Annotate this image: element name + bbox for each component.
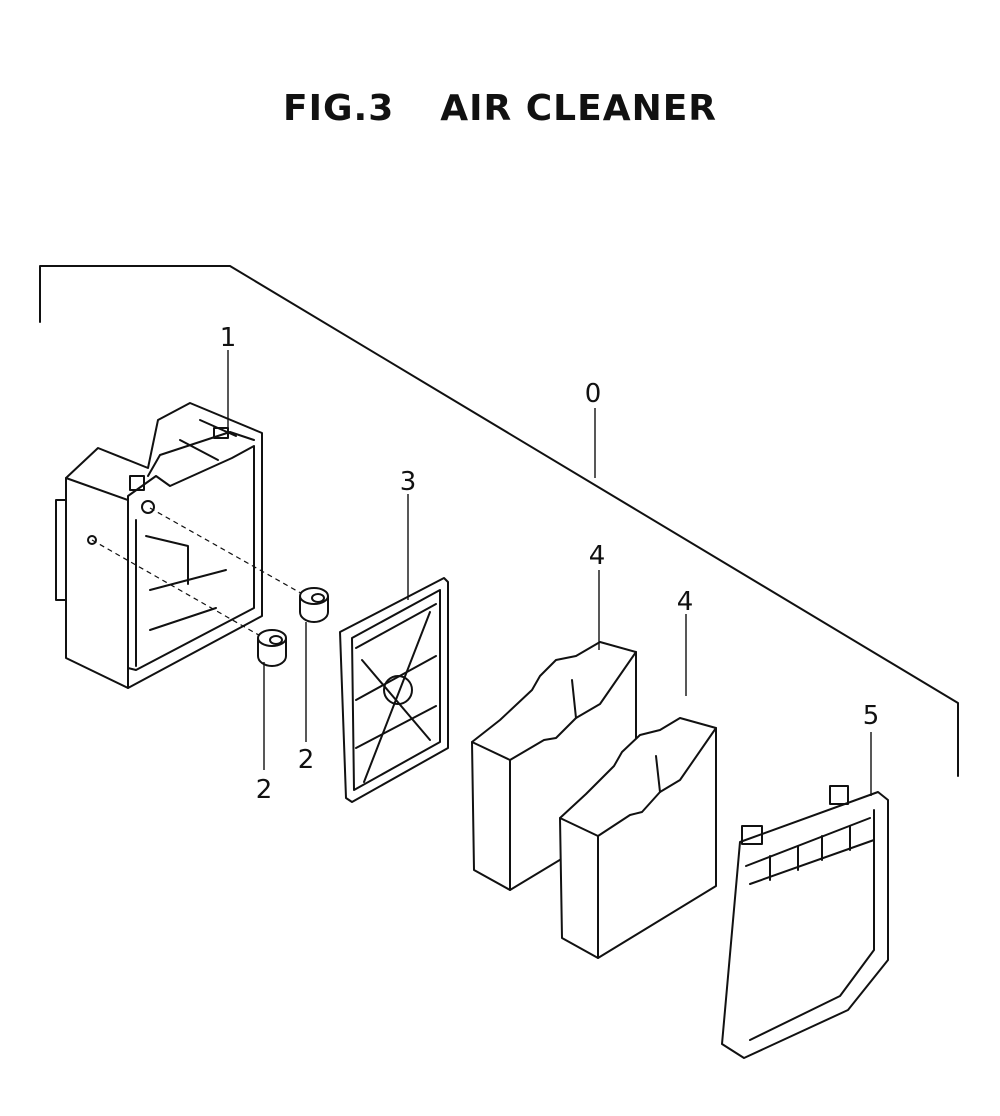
figure-name: AIR CLEANER — [440, 88, 718, 129]
part-collar-upper — [299, 587, 329, 623]
callout-2-lower: 2 — [256, 775, 273, 805]
part-element-front — [559, 717, 717, 959]
figure-number: FIG.3 — [282, 88, 395, 129]
callout-4-rear: 4 — [589, 541, 606, 571]
callout-1: 1 — [220, 323, 237, 353]
part-collar-lower — [257, 629, 287, 667]
part-case — [55, 402, 307, 689]
figure-title: FIG.3 AIR CLEANER — [0, 88, 1000, 129]
callout-2-upper: 2 — [298, 745, 315, 775]
assembly-bracket — [39, 265, 959, 777]
callout-5: 5 — [863, 701, 880, 731]
callout-3: 3 — [400, 467, 417, 497]
callout-0: 0 — [585, 379, 602, 409]
part-plate — [339, 577, 449, 803]
case-inner-opening — [127, 445, 255, 671]
callout-4-front: 4 — [677, 587, 694, 617]
part-cover — [721, 785, 889, 1059]
